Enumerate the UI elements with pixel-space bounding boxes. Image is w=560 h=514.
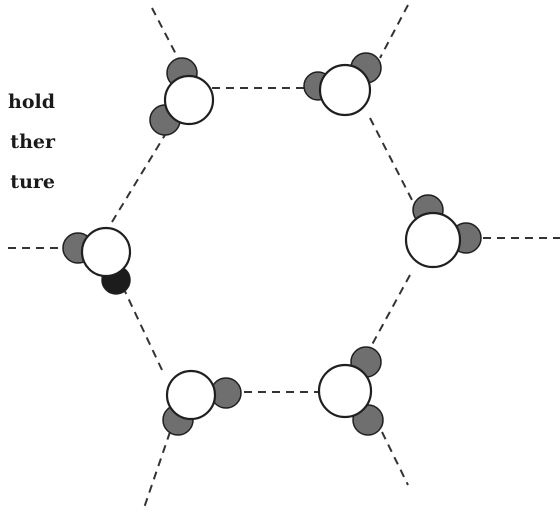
oxygen-atom (163, 74, 215, 126)
oxygen-atom (404, 211, 462, 269)
oxygen-atom (165, 369, 217, 421)
oxygen-atom (317, 363, 373, 419)
water-molecule-right (404, 194, 482, 269)
hbond-out-bottom-right (381, 431, 409, 486)
water-molecule-bottom-left (162, 369, 242, 436)
water-molecule-top-right (303, 52, 382, 117)
outward-hydrogen-bonds (8, 4, 560, 509)
hbond-lower-right (367, 274, 411, 353)
oxygen-atom (80, 226, 132, 278)
water-molecule-left (62, 226, 132, 295)
water-molecule-top-left (149, 57, 215, 136)
caption: hold ther ture (8, 91, 56, 193)
hbond-out-bottom-left (143, 431, 171, 509)
hbond-out-top-left (151, 7, 181, 63)
hbond-out-top-right (379, 4, 409, 59)
hbond-lower-left (121, 284, 163, 371)
hbond-upper-right (369, 117, 413, 201)
oxygen-atom (318, 63, 372, 117)
caption-line-1: hold (8, 91, 55, 113)
caption-line-2: ther (10, 131, 56, 153)
hbond-upper-left (111, 129, 169, 223)
water-molecule-bottom-right (317, 346, 384, 436)
caption-line-3: ture (10, 171, 55, 193)
ring-hydrogen-bonds (111, 87, 413, 393)
